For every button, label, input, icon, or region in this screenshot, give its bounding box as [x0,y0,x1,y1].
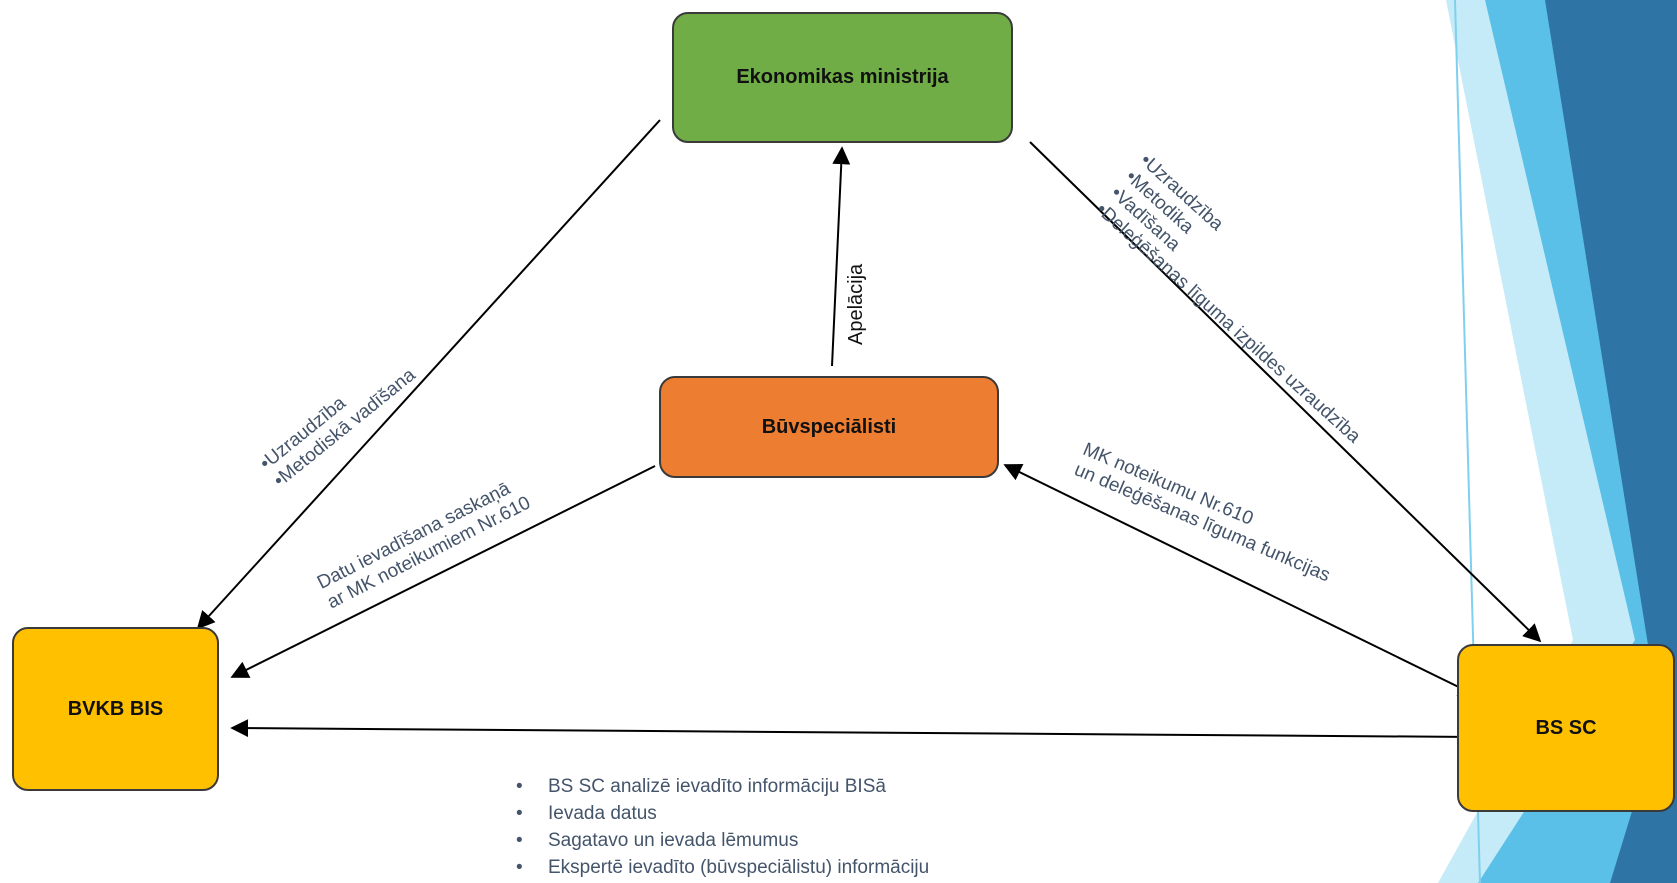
node-bssc-label: BS SC [1535,716,1597,739]
arrow-bs-bssc [1003,464,1477,696]
node-buvspecialisti-label: Būvspeciālisti [761,415,897,438]
bssc-task-text: Ievada datus [548,803,657,824]
node-bvkb-label: BVKB BIS [67,697,164,720]
arrow-bvkb-bssc [230,719,1477,746]
bssc-task-text: BS SC analizē ievadīto informāciju BISā [548,776,886,797]
bssc-task-item: •Sagatavo un ievada lēmumus [516,830,799,851]
arrow-apelacija [831,146,851,367]
edge-label-apelacija: Apelācija [845,263,867,345]
bssc-task-item: •Ievada datus [516,803,657,824]
node-buvspecialisti: Būvspeciālisti [659,376,999,478]
bssc-task-text: Ekspertē ievadīto (būvspeciālistu) infor… [548,857,930,878]
arrow-bs-to-bvkb [230,465,656,678]
node-ekonomikas-ministrija: Ekonomikas ministrija [672,12,1013,143]
arrow-em-to-bvkb [196,119,661,630]
node-bvkb-bis: BVKB BIS [12,627,219,791]
node-ekonomikas-label: Ekonomikas ministrija [736,66,949,88]
bssc-task-item: •BS SC analizē ievadīto informāciju BISā [516,776,886,797]
bssc-task-item: •Ekspertē ievadīto (būvspeciālistu) info… [516,857,930,878]
bssc-tasks-list: •BS SC analizē ievadīto informāciju BISā… [516,773,929,881]
deco-dark-band [1545,0,1677,883]
node-bs-sc: BS SC [1457,644,1675,812]
bssc-task-text: Sagatavo un ievada lēmumus [548,830,799,851]
